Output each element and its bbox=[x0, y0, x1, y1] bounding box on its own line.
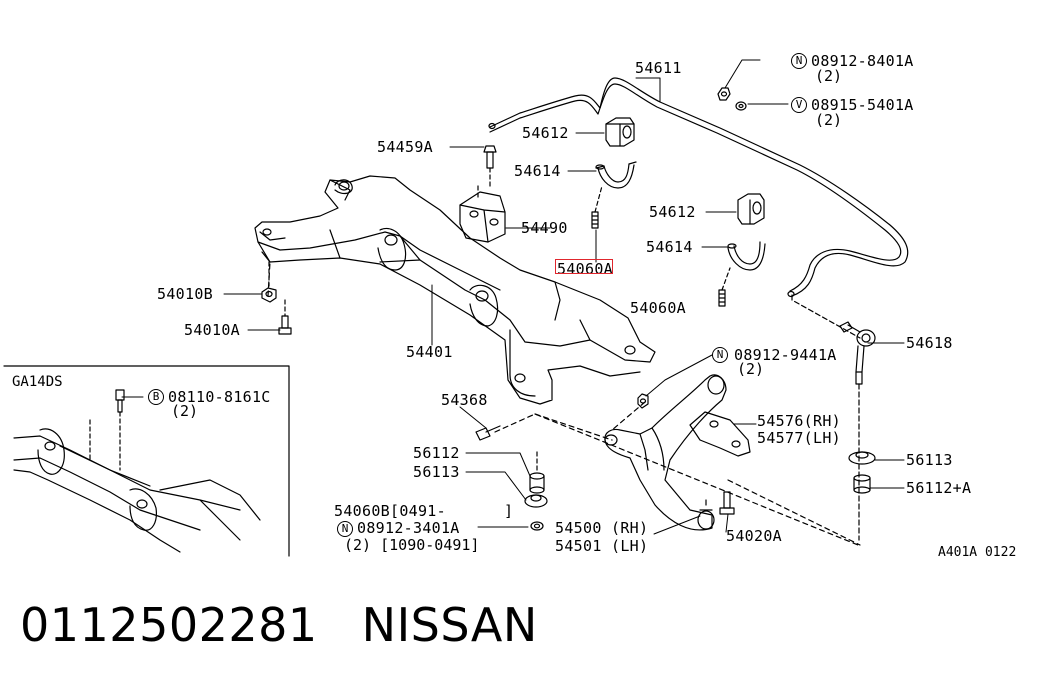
label-56112A[interactable]: 56112+A bbox=[906, 479, 972, 497]
label-54010A[interactable]: 54010A bbox=[184, 321, 240, 339]
bolt-54010A bbox=[278, 299, 292, 335]
label-08912-3401A[interactable]: 08912-3401A bbox=[357, 519, 460, 537]
bolt-54060A-right bbox=[718, 267, 731, 307]
caption: 0112502281 NISSAN bbox=[20, 598, 538, 652]
label-54368[interactable]: 54368 bbox=[441, 391, 488, 409]
label-54490[interactable]: 54490 bbox=[521, 219, 568, 237]
label-54060B[interactable]: 54060B[0491- bbox=[334, 502, 446, 520]
nut-54010B bbox=[261, 261, 277, 303]
label-54500[interactable]: 54500 (RH) bbox=[555, 519, 649, 537]
label-54459A[interactable]: 54459A bbox=[377, 138, 433, 156]
label-54614-upper[interactable]: 54614 bbox=[514, 162, 561, 180]
label-54060B-bracket-end: ] bbox=[504, 502, 514, 520]
label-08915-5401A-sub: (2) bbox=[815, 111, 843, 129]
label-08912-9441A-sub: (2) bbox=[737, 360, 765, 378]
bushing-54612-right bbox=[737, 193, 765, 225]
label-54618[interactable]: 54618 bbox=[906, 334, 953, 352]
bushing-56112-left bbox=[529, 451, 545, 494]
connecting-rod-54618 bbox=[791, 294, 876, 541]
label-54401[interactable]: 54401 bbox=[406, 343, 453, 361]
nut-08912-8401A bbox=[717, 87, 731, 101]
label-54612-right[interactable]: 54612 bbox=[649, 203, 696, 221]
v-mark-5401A: V bbox=[791, 97, 807, 113]
nut-08912-3401A bbox=[530, 521, 544, 531]
crossmember-54401 bbox=[254, 175, 656, 405]
bracket-54614-upper bbox=[595, 161, 637, 189]
bolt-54020A bbox=[719, 491, 735, 515]
figure-code: A401A 0122 bbox=[938, 545, 1017, 560]
lower-arm-54500 bbox=[604, 374, 727, 531]
stabilizer-bar bbox=[488, 77, 909, 298]
n-mark-9441A: N bbox=[712, 347, 728, 363]
n-mark-8401A: N bbox=[791, 53, 807, 69]
bolt-54368 bbox=[475, 425, 501, 441]
caption-part-number: 0112502281 bbox=[20, 598, 318, 652]
bracket-54490 bbox=[459, 185, 506, 243]
label-54060A-right[interactable]: 54060A bbox=[630, 299, 686, 317]
label-56113-right[interactable]: 56113 bbox=[906, 451, 953, 469]
label-54612-upper[interactable]: 54612 bbox=[522, 124, 569, 142]
b-mark-8161C: B bbox=[148, 389, 164, 405]
inset-title: GA14DS bbox=[12, 374, 63, 390]
label-54020A[interactable]: 54020A bbox=[726, 527, 782, 545]
label-54501[interactable]: 54501 (LH) bbox=[555, 537, 649, 555]
bolt-54060A-upper bbox=[591, 185, 603, 229]
highlight-box bbox=[555, 259, 613, 274]
label-08912-8401A-sub: (2) bbox=[815, 67, 843, 85]
caption-brand: NISSAN bbox=[361, 598, 538, 652]
washer-08915-5401A bbox=[735, 101, 747, 111]
label-56112[interactable]: 56112 bbox=[413, 444, 460, 462]
label-56113-left[interactable]: 56113 bbox=[413, 463, 460, 481]
bracket-54614-right bbox=[727, 241, 766, 271]
label-54611[interactable]: 54611 bbox=[635, 59, 682, 77]
bushing-54612-upper bbox=[605, 117, 635, 147]
label-54614-right[interactable]: 54614 bbox=[646, 238, 693, 256]
inset-ga14ds bbox=[3, 365, 290, 557]
bushing-56112A-right bbox=[853, 474, 871, 494]
label-54576[interactable]: 54576(RH) bbox=[757, 412, 841, 430]
bushing-56113-left bbox=[524, 494, 548, 508]
bolt-54459A bbox=[483, 145, 497, 189]
label-54577[interactable]: 54577(LH) bbox=[757, 429, 841, 447]
label-08110-8161C[interactable]: 08110-8161C bbox=[168, 388, 271, 406]
assembly-lines bbox=[267, 261, 861, 546]
label-08110-8161C-sub: (2) bbox=[171, 402, 199, 420]
bushing-56113-right bbox=[848, 451, 876, 465]
bracket-54576 bbox=[689, 411, 751, 457]
label-08912-3401A-sub: (2) [1090-0491] bbox=[344, 536, 480, 554]
label-54010B[interactable]: 54010B bbox=[157, 285, 213, 303]
label-08915-5401A[interactable]: 08915-5401A bbox=[811, 96, 914, 114]
label-08912-8401A[interactable]: 08912-8401A bbox=[811, 52, 914, 70]
label-08912-9441A[interactable]: 08912-9441A bbox=[734, 346, 837, 364]
leader-lines bbox=[121, 59, 905, 535]
n-mark-3401A: N bbox=[337, 521, 353, 537]
